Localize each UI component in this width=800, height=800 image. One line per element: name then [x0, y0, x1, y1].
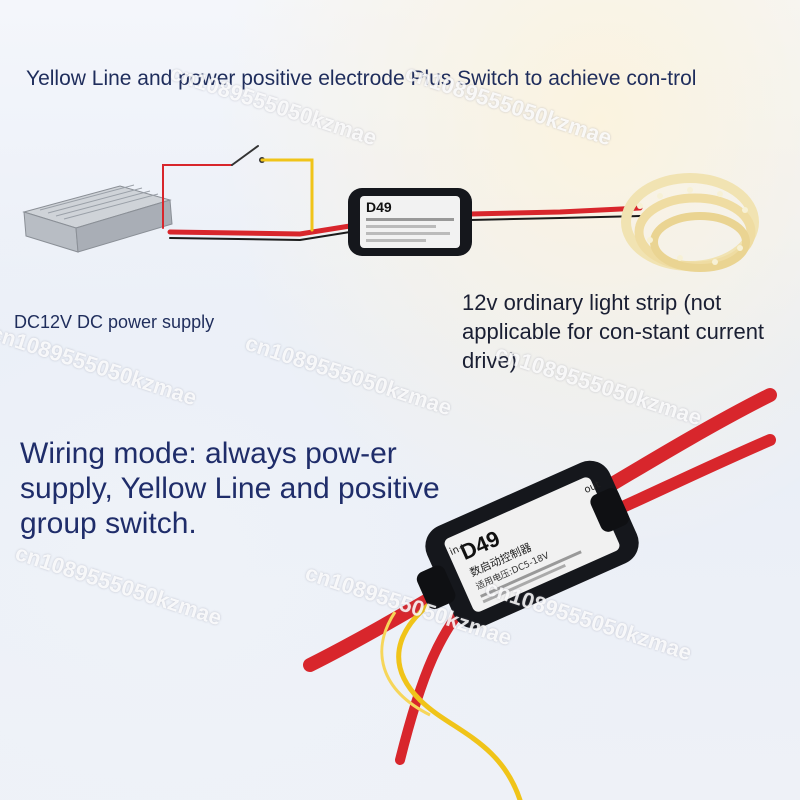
led-strip-reel [621, 173, 759, 272]
power-supply-unit [22, 184, 173, 253]
light-strip-label: 12v ordinary light strip (not applicable… [462, 290, 765, 373]
top-caption: Yellow Line and power positive electrode… [26, 67, 697, 90]
controller-module-large: D49 数启动控制器 适用电压:DC5-18V out in+ [303, 388, 777, 800]
controller-module-small: D49 [348, 188, 472, 256]
module-model-label: D49 [366, 199, 392, 215]
wiring-mode-caption: Wiring mode: always pow-er supply, Yello… [20, 437, 440, 540]
top-wires [162, 145, 643, 242]
power-supply-label: DC12V DC power supply [14, 312, 215, 332]
